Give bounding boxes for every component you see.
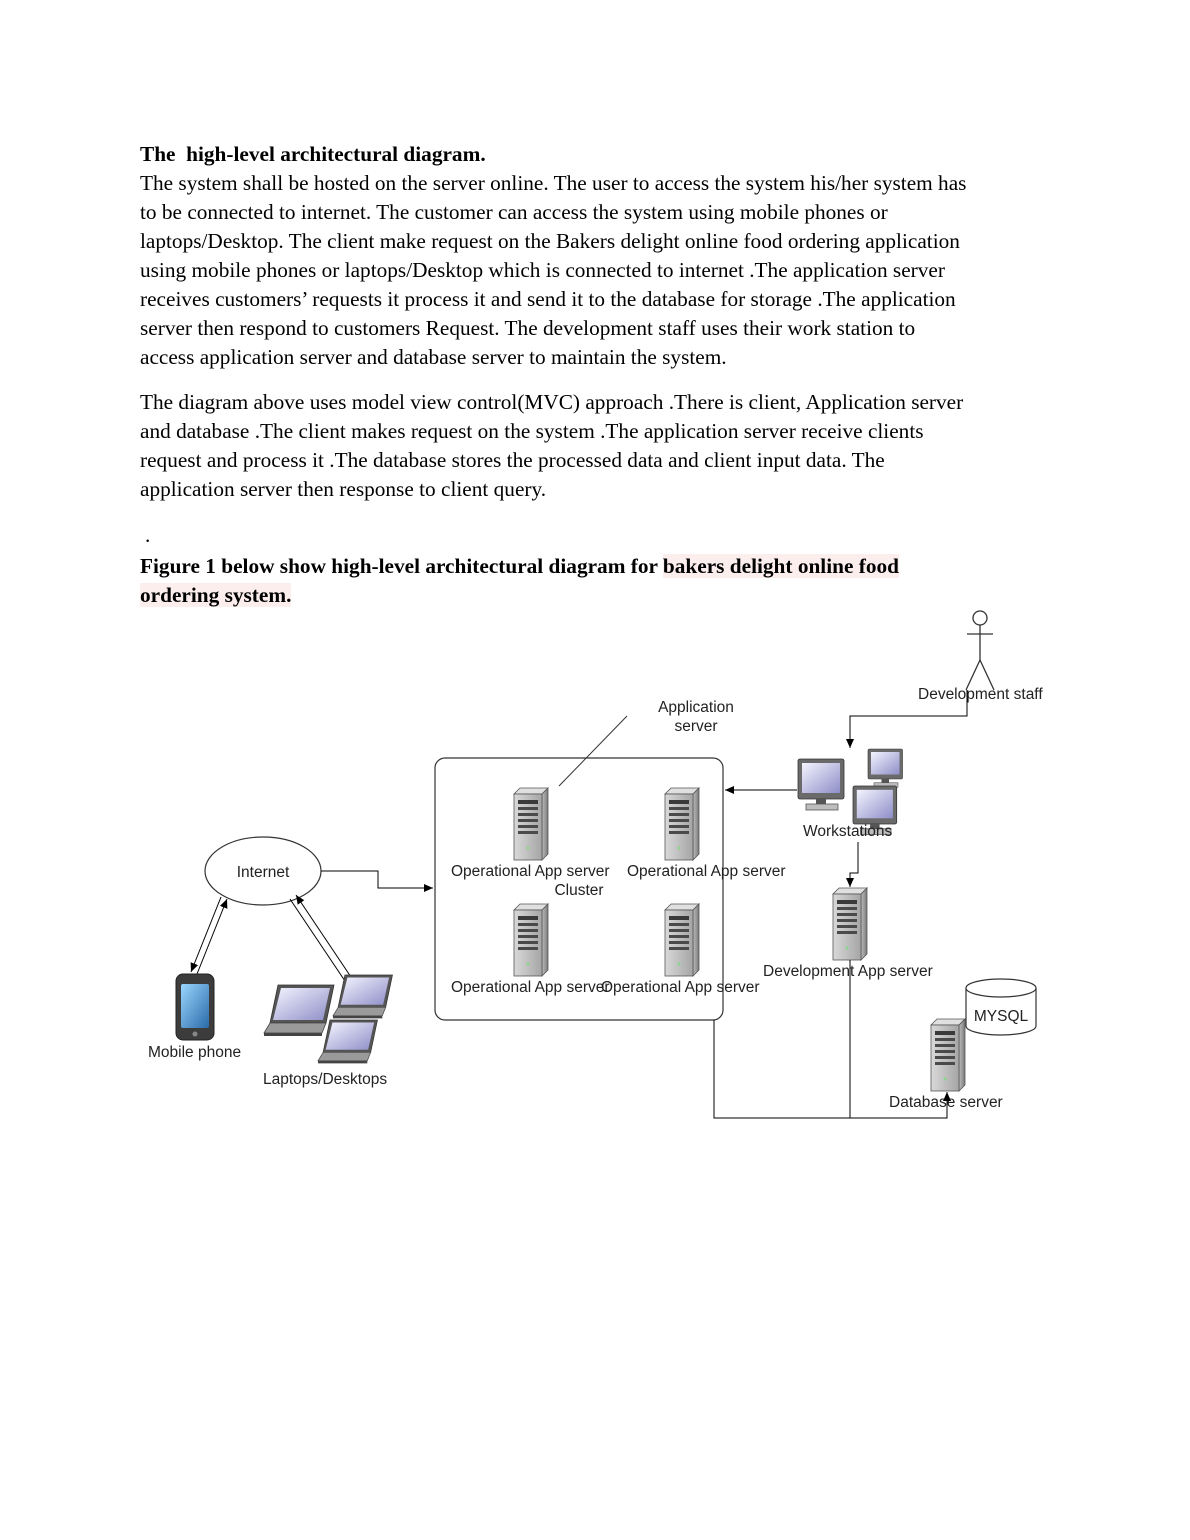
workstations-label: Workstations	[803, 823, 893, 840]
caption-text: Figure 1 below show high-level architect…	[140, 554, 663, 578]
connector-internet-to-cluster	[321, 871, 433, 888]
operational-server-icon	[665, 904, 699, 976]
paragraph-line: The diagram above uses model view contro…	[140, 388, 1060, 417]
mysql-label: MYSQL	[974, 1008, 1029, 1025]
operational-server-icon	[514, 904, 548, 976]
operational-server-label: Operational App server	[451, 863, 610, 880]
workstation-monitor-icon	[868, 749, 903, 787]
caption-highlight: bakers delight online food	[663, 554, 899, 578]
paragraph-line: server then respond to customers Request…	[140, 314, 1060, 343]
operational-server-icon	[514, 788, 548, 860]
paragraph-line: request and process it .The database sto…	[140, 446, 1060, 475]
application-server-label-line2: server	[674, 718, 717, 735]
laptop-icon	[264, 985, 334, 1036]
paragraph-line: using mobile phones or laptops/Desktop w…	[140, 256, 1060, 285]
paragraph-line: The system shall be hosted on the server…	[140, 169, 1060, 198]
cluster-label: Cluster	[554, 882, 603, 899]
mysql-database-icon	[966, 979, 1036, 1035]
operational-server-icon	[665, 788, 699, 860]
workstation-monitor-icon	[798, 759, 844, 810]
internet-label: Internet	[237, 864, 290, 881]
laptops-desktops-label: Laptops/Desktops	[263, 1071, 387, 1088]
paragraph-line: to be connected to internet. The custome…	[140, 198, 1060, 227]
connector-staff-to-workstations	[850, 690, 967, 748]
operational-server-label: Operational App server	[627, 863, 786, 880]
paragraph-line: laptops/Desktop. The client make request…	[140, 227, 1060, 256]
database-server-label: Database server	[889, 1094, 1003, 1111]
mobile-phone-icon	[176, 974, 214, 1040]
paragraph-line: and database .The client makes request o…	[140, 417, 1060, 446]
laptop-icon	[318, 1020, 378, 1063]
caption-highlight: ordering system.	[140, 583, 291, 607]
stray-dot: .	[145, 521, 150, 550]
connector-internet-to-laptops	[290, 899, 351, 990]
development-staff-label: Development staff	[918, 686, 1043, 703]
section-heading: The high-level architectural diagram.	[140, 140, 486, 169]
mobile-phone-label: Mobile phone	[148, 1044, 241, 1061]
operational-server-label: Operational App server	[601, 979, 760, 996]
paragraph-line: receives customers’ requests it process …	[140, 285, 1060, 314]
callout-line	[559, 716, 627, 786]
development-server-icon	[833, 888, 867, 960]
internet-cloud-icon	[205, 837, 321, 905]
paragraph-1: The system shall be hosted on the server…	[140, 169, 1060, 372]
paragraph-line: application server then response to clie…	[140, 475, 1060, 504]
paragraph-2: The diagram above uses model view contro…	[140, 388, 1060, 504]
development-server-label: Development App server	[763, 963, 933, 980]
workstation-monitor-icon	[853, 786, 897, 834]
connector-laptops-to-internet	[296, 895, 357, 986]
paragraph-line: access application server and database s…	[140, 343, 1060, 372]
figure-caption: Figure 1 below show high-level architect…	[140, 552, 899, 610]
cluster-box	[435, 758, 723, 1020]
application-server-label-line1: Application	[658, 699, 734, 716]
development-staff-actor-icon	[966, 611, 994, 690]
operational-server-label: Operational App server	[451, 979, 610, 996]
caption-line-1: Figure 1 below show high-level architect…	[140, 552, 899, 581]
database-server-icon	[931, 1019, 965, 1091]
connector-phone-to-internet	[197, 899, 227, 974]
connector-workstations-to-dev-server	[850, 842, 858, 887]
connector-internet-to-phone	[191, 897, 221, 972]
laptop-icon	[333, 975, 393, 1018]
connector-cluster-to-database	[714, 1020, 947, 1118]
caption-line-2: ordering system.	[140, 581, 899, 610]
